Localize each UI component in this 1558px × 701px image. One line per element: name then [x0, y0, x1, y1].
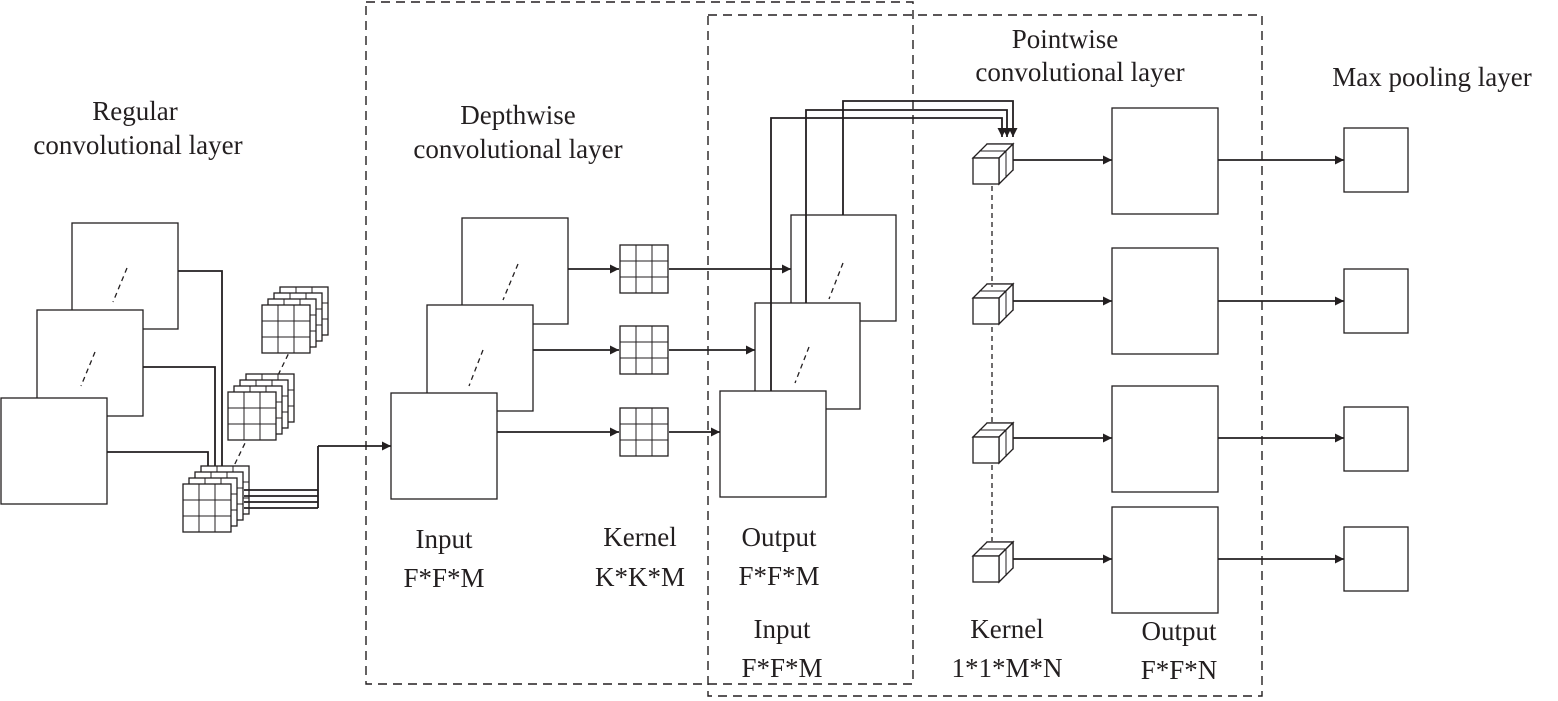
- regular-output-bus: [244, 446, 319, 509]
- regular-connector-mid: [143, 366, 220, 480]
- pw-input-dims: F*F*M: [741, 653, 822, 683]
- pw-output-map-3: [1111, 385, 1219, 493]
- pointwise-title-line1: Pointwise: [1012, 24, 1119, 54]
- cube-front: [972, 436, 1000, 464]
- depthwise-title-line1: Depthwise: [460, 100, 575, 130]
- kernel-grid: [227, 391, 277, 441]
- maxpool-map-3: [1343, 406, 1409, 472]
- pw-kernel-cube-4: [971, 540, 1015, 584]
- pw-output-map-2: [1111, 247, 1219, 355]
- cube-front: [972, 555, 1000, 583]
- dw-output-label: Output: [741, 522, 817, 552]
- pw-kernel-cube-2: [971, 282, 1015, 326]
- maxpool-map-1: [1343, 127, 1409, 193]
- pw-kernel-cube-3: [971, 421, 1015, 465]
- kernel-grid: [619, 244, 669, 294]
- regular-kernel-stack-mid: [227, 373, 295, 441]
- to-pointwise-line-2: [805, 109, 1012, 303]
- kernel-grid: [619, 325, 669, 375]
- to-pointwise-line-3: [842, 100, 1018, 215]
- pw-kernel-label: Kernel: [970, 614, 1043, 644]
- pw-output-map-1: [1111, 107, 1219, 215]
- cube-front: [972, 157, 1000, 185]
- dw-kernel-1: [619, 244, 669, 294]
- dw-kernel-3: [619, 407, 669, 457]
- pointwise-section-frame: [707, 14, 1263, 697]
- depthwise-title-line2: convolutional layer: [413, 134, 622, 164]
- regular-input-stack: [0, 222, 179, 505]
- maxpool-title: Max pooling layer: [1332, 62, 1531, 92]
- regular-title-line1: Regular: [92, 96, 177, 126]
- maxpool-map-4: [1343, 526, 1409, 592]
- regular-kernel-stack-top: [261, 286, 329, 354]
- dw-kernel-dims: K*K*M: [595, 562, 685, 592]
- depthwise-section-frame: [365, 1, 914, 685]
- regular-connector-top: [178, 270, 227, 480]
- pw-kernel-cube-1: [971, 142, 1015, 186]
- pw-output-dims: F*F*N: [1141, 655, 1218, 685]
- dw-input-dims: F*F*M: [403, 563, 484, 593]
- to-pointwise-line-1: [770, 117, 1007, 391]
- pw-input-label: Input: [754, 614, 811, 644]
- regular-title-line2: convolutional layer: [33, 130, 242, 160]
- depthwise-input-stack: [390, 217, 569, 500]
- pw-kernel-dims: 1*1*M*N: [951, 653, 1062, 683]
- dw-output-dims: F*F*M: [738, 561, 819, 591]
- regular-kernel-stack-bottom: [182, 465, 250, 533]
- pointwise-title-line2: convolutional layer: [975, 57, 1184, 87]
- kernel-grid: [261, 304, 311, 354]
- kernel-grid: [182, 483, 232, 533]
- pw-output-label: Output: [1141, 616, 1217, 646]
- cube-front: [972, 297, 1000, 325]
- regular-connector-bottom: [107, 451, 213, 480]
- dw-input-label: Input: [416, 524, 473, 554]
- depthwise-output-stack: [719, 214, 897, 498]
- dw-kernel-label: Kernel: [603, 522, 676, 552]
- maxpool-map-2: [1343, 268, 1409, 334]
- pw-output-map-4: [1111, 506, 1219, 614]
- kernel-grid: [619, 407, 669, 457]
- dw-kernel-2: [619, 325, 669, 375]
